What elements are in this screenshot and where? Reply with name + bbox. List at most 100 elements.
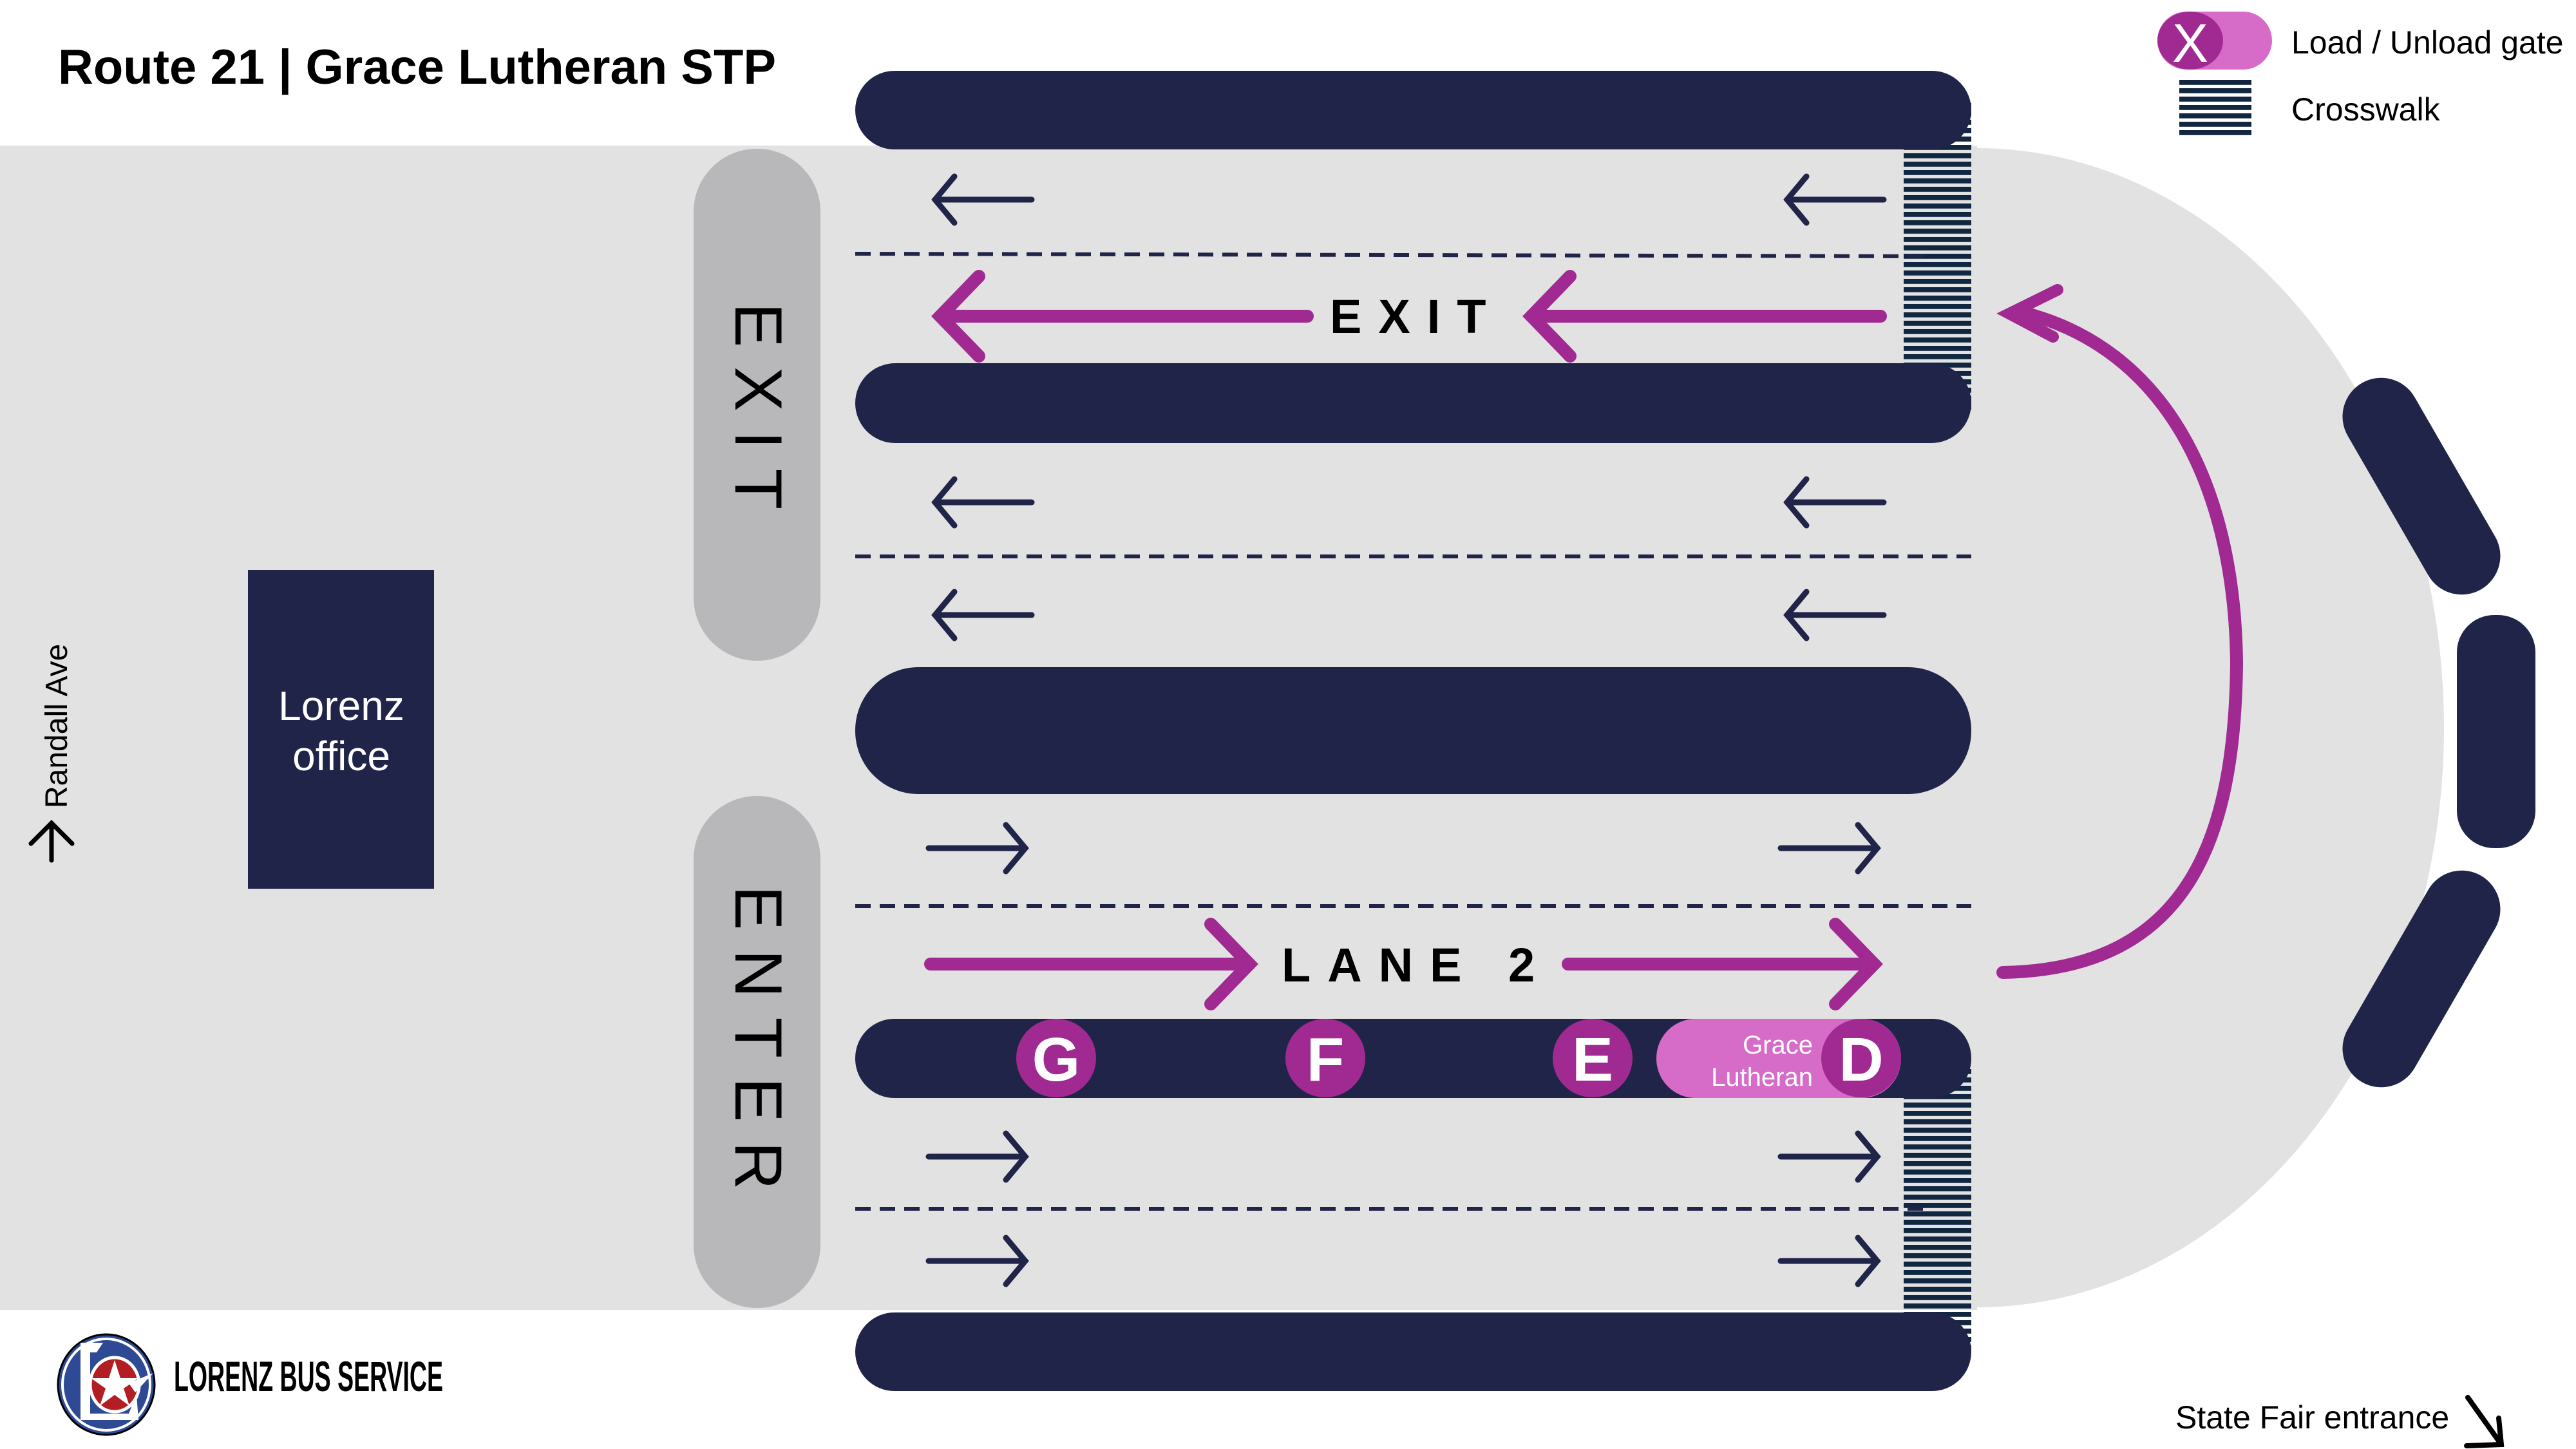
office-label-line2: office	[292, 733, 390, 779]
crosswalk-top	[1904, 103, 1971, 410]
crosswalk-stripe	[1904, 237, 1971, 242]
island-1	[855, 71, 1971, 149]
island-5	[855, 1312, 1971, 1391]
crosswalk-stripe	[1904, 262, 1971, 267]
state-fair-label: State Fair entrance	[2175, 1399, 2449, 1435]
crosswalk-icon	[2179, 80, 2251, 135]
arrow-left-icon	[931, 589, 1035, 641]
crosswalk-stripe	[1904, 1136, 1971, 1141]
gate-letter: F	[1307, 1025, 1345, 1094]
arrow-right-icon	[925, 1130, 1029, 1183]
crosswalk-stripe	[1904, 1128, 1971, 1133]
lorenz-office	[248, 570, 434, 889]
crosswalk-stripe	[1904, 1111, 1971, 1116]
crosswalk-stripe	[1904, 1262, 1971, 1267]
gate-E[interactable]: E	[1553, 1019, 1633, 1097]
crosswalk-stripe	[2179, 88, 2251, 93]
crosswalk-stripe	[1904, 229, 1971, 234]
arrow-left-icon	[931, 173, 1035, 226]
crosswalk-stripe	[2179, 105, 2251, 110]
svg-text:X: X	[2172, 13, 2208, 73]
crosswalk-stripe	[1904, 312, 1971, 317]
arrow-right-icon	[1777, 1235, 1881, 1287]
lane2-arrow-right	[1562, 918, 1883, 1010]
crosswalk-stripe	[1904, 1153, 1971, 1158]
legend: X Load / Unload gate Crosswalk	[2157, 12, 2564, 135]
curb-island-middle	[2457, 615, 2535, 848]
crosswalk-stripe	[1904, 1287, 1971, 1292]
crosswalk-stripe	[1904, 1119, 1971, 1124]
arrow-left-icon	[1783, 476, 1887, 529]
curb-island-lower	[2342, 870, 2501, 1088]
crosswalk-stripe	[1904, 287, 1971, 292]
crosswalk-stripe	[1904, 1295, 1971, 1300]
crosswalk-stripe	[1904, 187, 1971, 192]
randall-ave-label: Randall Ave	[40, 644, 74, 808]
gate-letter: D	[1839, 1025, 1883, 1094]
crosswalk-stripe	[1904, 1228, 1971, 1233]
crosswalk-stripe	[1904, 178, 1971, 184]
crosswalk-stripe	[1904, 270, 1971, 276]
crosswalk-stripe	[1904, 1144, 1971, 1150]
exit-arrow-left	[931, 270, 1314, 363]
crosswalk-stripe	[1904, 245, 1971, 251]
gate-circle	[1016, 1019, 1096, 1097]
enter-pill-label: ENTER	[721, 886, 795, 1209]
crosswalk-stripe	[1904, 220, 1971, 225]
island-3	[855, 667, 1971, 794]
crosswalk-stripe	[1904, 1245, 1971, 1250]
gate-D[interactable]: D	[1821, 1019, 1901, 1097]
arrow-right-icon	[1777, 1130, 1881, 1183]
crosswalk-stripe	[1904, 1270, 1971, 1275]
gate-circle	[1285, 1019, 1365, 1097]
gate-D-name-line2: Lutheran	[1711, 1063, 1813, 1092]
crosswalk-stripe	[1904, 1103, 1971, 1108]
crosswalk-stripe	[2179, 130, 2251, 135]
page-title: Route 21 | Grace Lutheran STP	[58, 40, 776, 95]
logo-wordmark: LORENZ BUS SERVICE	[174, 1352, 443, 1400]
crosswalk-stripe	[1904, 1195, 1971, 1200]
crosswalk-stripe	[1904, 1253, 1971, 1258]
u-turn-arrowhead	[1996, 284, 2063, 343]
crosswalk-stripe	[1904, 153, 1971, 158]
exit-pill	[694, 149, 820, 661]
gate-D-name-line1: Grace	[1743, 1031, 1813, 1059]
arrow-right-icon	[925, 1235, 1029, 1287]
crosswalk-stripe	[2179, 97, 2251, 102]
exit-arrow-right	[1522, 270, 1887, 363]
crosswalk-stripe	[1904, 304, 1971, 309]
lane-divider-1	[855, 252, 1933, 258]
legend-gate-symbol: X	[2157, 12, 2272, 73]
lane2-arrow-left	[924, 918, 1258, 1010]
office-label-line1: Lorenz	[278, 683, 404, 729]
crosswalk-stripe	[1904, 170, 1971, 175]
exit-lane-label: EXIT	[1330, 290, 1502, 343]
crosswalk-stripe	[1904, 346, 1971, 351]
legend-gate-label: Load / Unload gate	[2291, 24, 2564, 61]
crosswalk-stripe	[1904, 1278, 1971, 1283]
crosswalk-stripe	[1904, 1186, 1971, 1191]
arrow-right-icon	[925, 822, 1029, 875]
island-2	[855, 363, 1971, 443]
exit-pill-label: EXIT	[721, 303, 795, 529]
gate-circle	[1553, 1019, 1633, 1097]
crosswalk-stripe	[1904, 254, 1971, 259]
gate-G[interactable]: G	[1016, 1019, 1096, 1097]
crosswalk-stripe	[2179, 80, 2251, 85]
arrow-left-icon	[1783, 173, 1887, 226]
lorenz-logo-icon	[57, 1333, 156, 1436]
arrow-left-icon	[931, 476, 1035, 529]
state-fair-arrow-icon	[2464, 1395, 2505, 1448]
crosswalk-stripe	[1904, 1178, 1971, 1183]
crosswalk-stripe	[2179, 122, 2251, 127]
gate-F[interactable]: F	[1285, 1019, 1365, 1097]
small-direction-arrows	[925, 173, 1887, 1287]
u-turn-arrow	[1996, 306, 2244, 979]
lane2-label: LANE 2	[1282, 938, 1551, 992]
crosswalk-stripe	[1904, 162, 1971, 167]
crosswalk-stripe	[1904, 1303, 1971, 1309]
crosswalk-stripe	[1904, 354, 1971, 359]
crosswalk-stripe	[2179, 113, 2251, 118]
